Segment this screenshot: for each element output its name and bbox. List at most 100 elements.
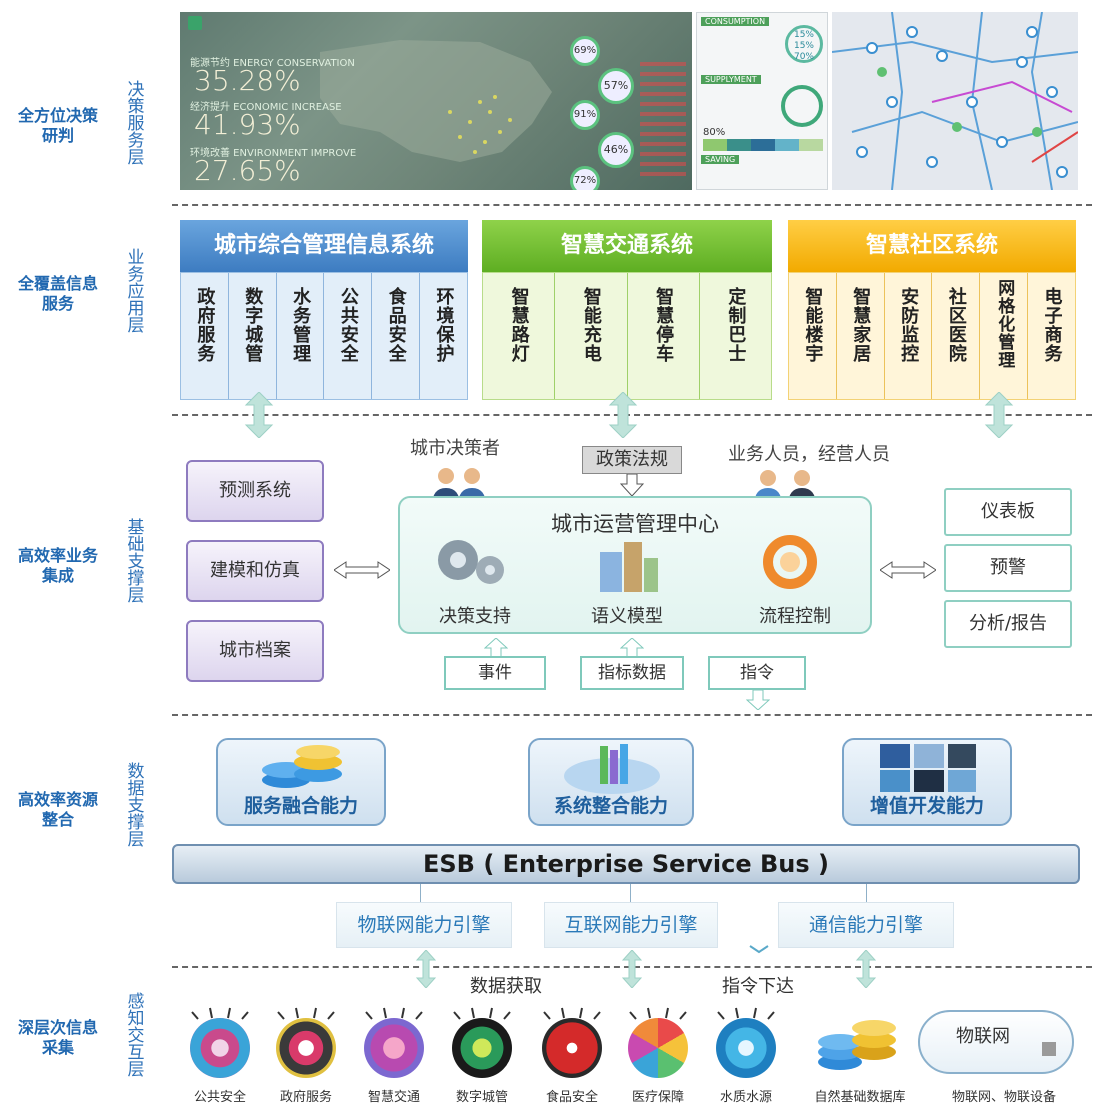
sensing-label: 水质水源 (719, 1090, 772, 1105)
capability-system-integration: 系统整合能力 (528, 738, 694, 826)
cloud-servers-icon (564, 744, 660, 794)
rays-icon (191, 1007, 249, 1020)
down-arrow-icon (746, 690, 770, 710)
system-item: 智慧停车 (628, 273, 700, 399)
up-arrow-icon (620, 638, 644, 658)
rays-icon (543, 1007, 601, 1020)
rays-icon (717, 1007, 775, 1020)
system-item: 智能充电 (555, 273, 628, 399)
left-right-arrow-icon (334, 561, 390, 579)
layer-divider (172, 204, 1092, 206)
gauge: 91% (570, 100, 600, 130)
china-map-image (320, 40, 552, 162)
stat-value: 35.28% (194, 64, 301, 97)
center-item: 决策支持 (439, 606, 511, 627)
supply-ring (781, 85, 823, 127)
layer-vertical-decision: 决策服务层 (123, 80, 144, 165)
stat-label: 环境改善 ENVIRONMENT IMPROVE (190, 148, 357, 159)
stat-value: 27.65% (194, 154, 301, 187)
sensing-label: 食品安全 (545, 1090, 598, 1105)
system-item: 政府服务 (181, 273, 229, 399)
double-arrow-icon (984, 392, 1014, 438)
layer-vertical-sensing: 感知交互层 (123, 992, 144, 1077)
dashboard-map-panel: 能源节约 ENERGY CONSERVATION 35.28% 经济提升 ECO… (180, 12, 692, 190)
natural-database-icon (818, 1020, 896, 1070)
center-item: 流程控制 (759, 606, 831, 627)
system-smart-community: 智慧社区系统 智能楼宇 智慧家居 安防监控 社区医院 网格化管理 电子商务 (788, 220, 1076, 400)
left-right-arrow-icon (880, 561, 936, 579)
layer-title-support: 高效率业务 集成 (17, 546, 98, 585)
consumption-ring: 15%15%70% (785, 25, 823, 63)
water-quality-icon (716, 1018, 776, 1078)
app-logo (188, 16, 202, 30)
sensing-label: 智慧交通 (367, 1090, 420, 1105)
system-item: 食品安全 (372, 273, 421, 399)
supply-pct: 80% (703, 127, 726, 138)
process-cycle-icon (763, 535, 817, 589)
sensing-label: 医疗保障 (631, 1090, 684, 1105)
system-item: 智能楼宇 (789, 273, 837, 399)
dashboard-box: 仪表板 (944, 488, 1072, 536)
system-item: 数字城管 (229, 273, 277, 399)
digital-city-icon (452, 1018, 512, 1078)
system-item: 定制巴士 (725, 287, 747, 363)
bar-indicators (640, 62, 686, 182)
panel-title: SAVING (701, 155, 740, 164)
system-smart-traffic: 智慧交通系统 智慧路灯 智能充电 智慧停车 定制巴士 (482, 220, 772, 400)
capability-service-fusion: 服务融合能力 (216, 738, 386, 826)
rays-icon (629, 1007, 687, 1020)
data-acquisition-label: 数据获取 (470, 976, 542, 997)
policy-box: 政策法规 (582, 446, 682, 474)
consumption-panel: CONSUMPTION 15%15%70% SUPPLYMENT 80% SAV… (696, 12, 828, 190)
network-map-image (832, 12, 1078, 190)
public-safety-icon (190, 1018, 250, 1078)
connector-line (630, 884, 631, 902)
capability-label: 系统整合能力 (553, 795, 668, 817)
panel-title: CONSUMPTION (701, 17, 770, 26)
double-arrow-icon (244, 392, 274, 438)
connector-line (866, 884, 867, 902)
sensing-label: 公共安全 (193, 1090, 246, 1105)
rays-icon (365, 1007, 423, 1020)
gauge: 69% (570, 36, 600, 66)
layer-divider (172, 714, 1092, 716)
layer-vertical-support: 基础支撑层 (123, 518, 144, 603)
layer-vertical-data: 数据支撑层 (123, 762, 144, 847)
internet-engine: 互联网能力引擎 (544, 902, 718, 948)
iot-engine: 物联网能力引擎 (336, 902, 512, 948)
analysis-report-box: 分析/报告 (944, 600, 1072, 648)
double-arrow-icon (416, 950, 436, 988)
system-item: 环境保护 (433, 287, 455, 363)
system-city-management: 城市综合管理信息系统 政府服务 数字城管 水务管理 公共安全 食品安全 环境保护 (180, 220, 468, 400)
layer-vertical-application: 业务应用层 (123, 248, 144, 333)
system-item: 公共安全 (324, 273, 373, 399)
system-item: 安防监控 (885, 273, 933, 399)
system-title: 城市综合管理信息系统 (180, 220, 468, 272)
system-title: 智慧社区系统 (788, 220, 1076, 272)
city-archive-box: 城市档案 (186, 620, 324, 682)
layer-title-decision: 全方位决策 研判 (17, 106, 98, 145)
center-item: 语义模型 (591, 606, 663, 627)
telecom-engine: 通信能力引擎 (778, 902, 954, 948)
panel-title: SUPPLYMENT (701, 75, 761, 84)
stat-label: 经济提升 ECONOMIC INCREASE (190, 102, 342, 113)
command-box: 指令 (708, 656, 806, 690)
connector-line (420, 884, 421, 902)
alert-box: 预警 (944, 544, 1072, 592)
double-arrow-icon (608, 392, 638, 438)
staff-label: 业务人员，经营人员 (728, 444, 890, 465)
system-item: 电子商务 (1041, 287, 1063, 363)
capability-label: 增值开发能力 (869, 795, 984, 817)
stat-value: 41.93% (194, 108, 301, 141)
capability-value-added-dev: 增值开发能力 (842, 738, 1012, 826)
gauge: 72% (570, 166, 600, 190)
down-arrow-icon (620, 474, 644, 496)
rays-icon (277, 1007, 335, 1020)
sensing-label: 政府服务 (279, 1090, 332, 1105)
food-safety-icon (542, 1018, 602, 1078)
event-box: 事件 (444, 656, 546, 690)
system-title: 智慧交通系统 (482, 220, 772, 272)
database-stack-icon (262, 745, 342, 788)
iot-cloud-label: 物联网 (956, 1026, 1010, 1047)
system-item: 社区医院 (932, 273, 981, 399)
